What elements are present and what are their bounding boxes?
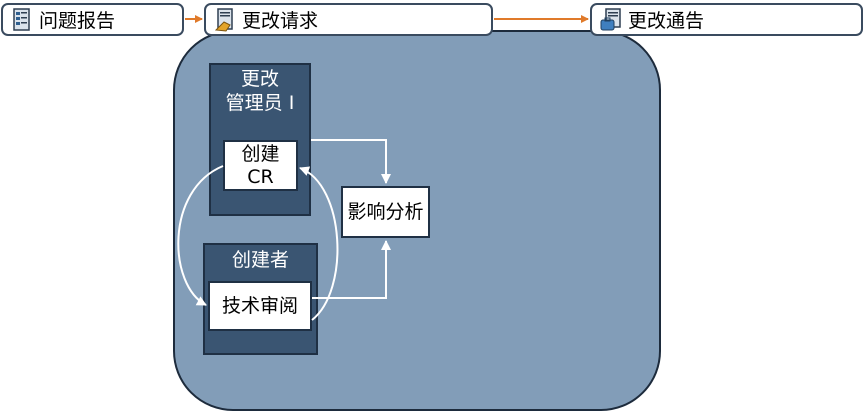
process-label: 更改通告 [628,10,705,32]
task-technical-review: 技术审阅 [208,281,312,331]
process-problem-report: 问题报告 [1,3,184,36]
report-icon [11,7,33,32]
role-title: 创建者 [231,249,289,271]
change-request-icon [214,7,236,32]
role-title-line2: 管理员 I [225,92,295,114]
task-create-cr: 创建 CR [223,140,298,191]
process-change-notice: 更改通告 [590,3,863,36]
task-label-line1: 创建 [241,142,280,165]
task-label: 技术审阅 [221,294,298,317]
process-label: 更改请求 [242,10,319,32]
task-label-line2: CR [247,165,274,188]
task-label: 影响分析 [347,200,424,223]
process-change-request: 更改请求 [204,3,493,36]
role-title-line1: 更改 [240,68,279,90]
task-impact-analysis: 影响分析 [341,186,430,238]
process-label: 问题报告 [39,10,116,32]
change-notice-icon [600,7,622,32]
